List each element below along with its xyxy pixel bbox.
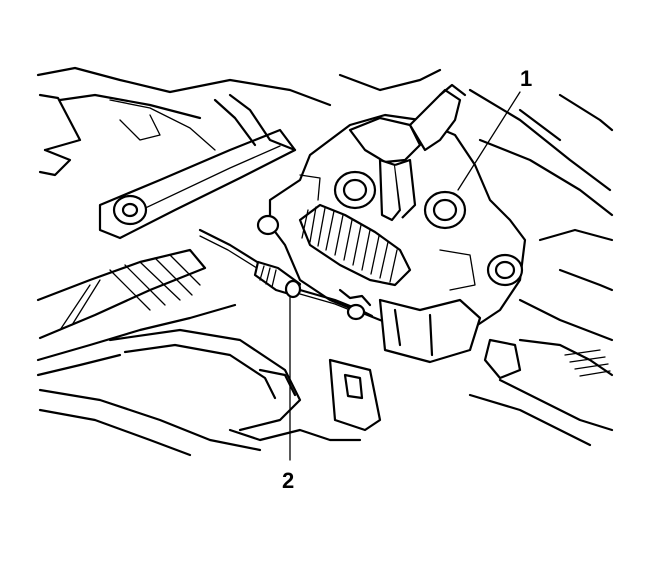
callout-1-label: 1: [520, 66, 532, 91]
release-cable: [198, 228, 374, 321]
callout-1-leader: [457, 91, 521, 191]
hood-lever-arm: [98, 93, 297, 240]
callout-1: 1: [457, 66, 532, 191]
callout-2-label: 2: [282, 468, 294, 493]
latch-spring: [298, 203, 412, 287]
front-end-panel: [36, 66, 614, 447]
radiator-support: [36, 248, 362, 457]
hood-latch-assembly: [256, 83, 527, 432]
callout-2: 2: [282, 295, 294, 493]
